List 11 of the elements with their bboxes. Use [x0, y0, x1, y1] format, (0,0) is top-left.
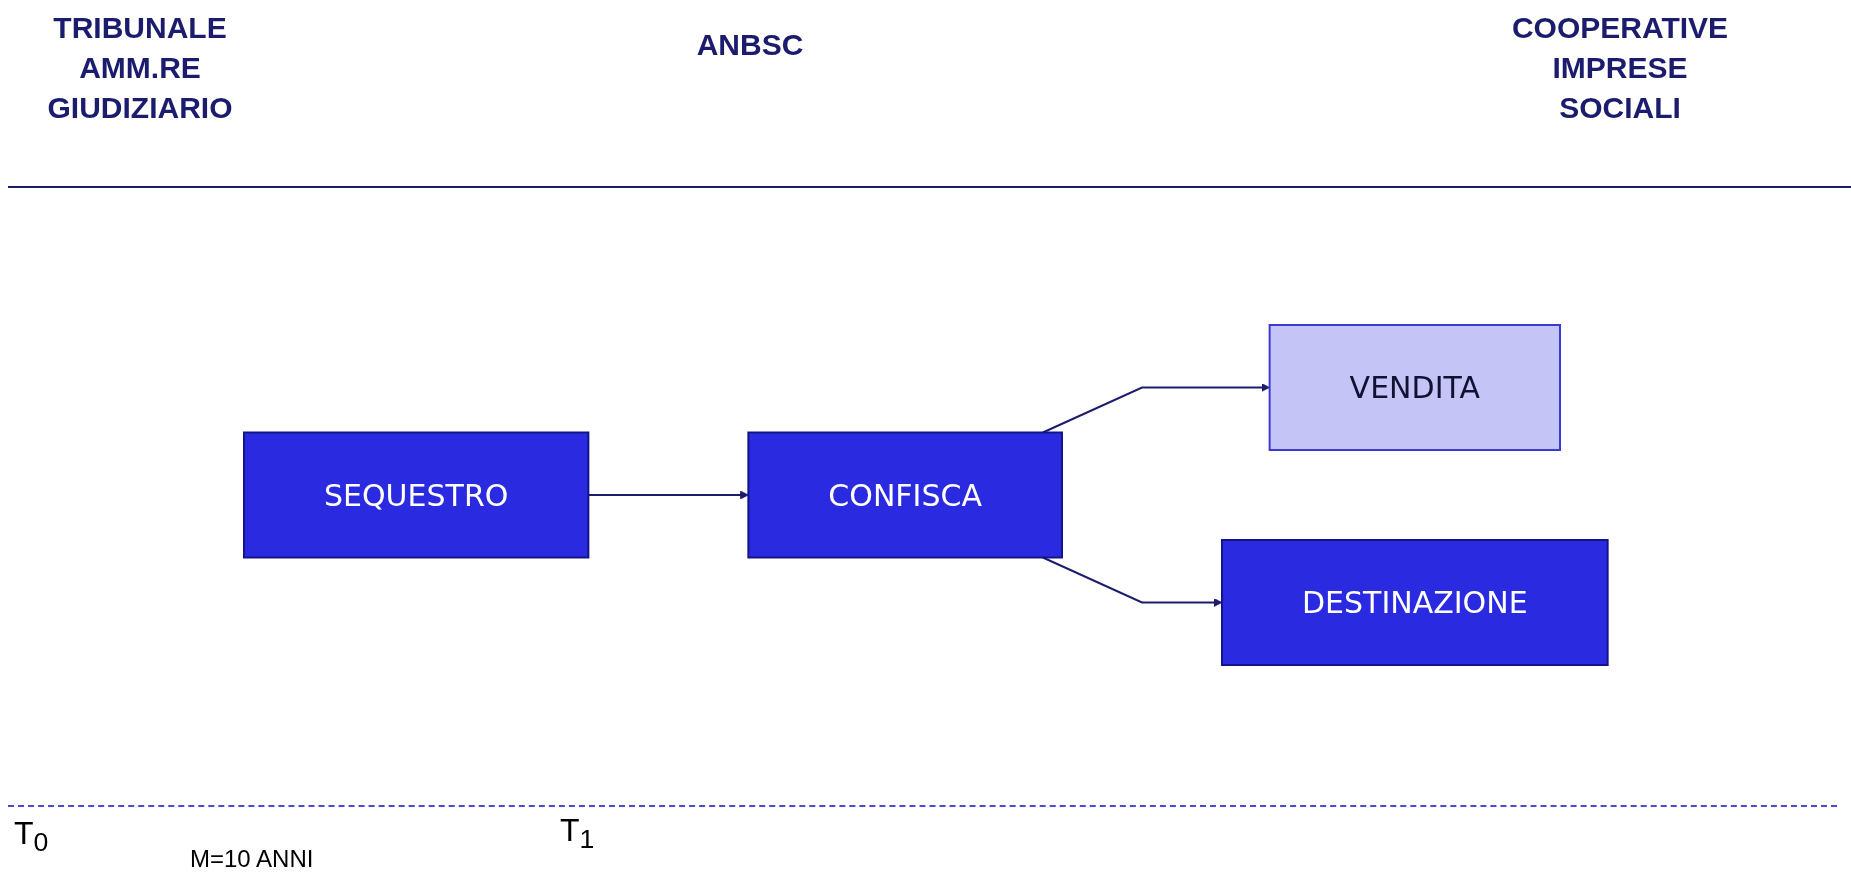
column-heading: ANBSC — [695, 27, 805, 63]
time-label: T$_{1}$ — [560, 812, 595, 856]
column-heading: TRIBUNALE AMM.RE GIUDIZIARIO — [46, 10, 234, 126]
node-box: SEQUESTRO — [242, 431, 590, 559]
arrow — [1041, 383, 1270, 434]
duration-label: M=10 ANNI — [190, 845, 314, 873]
node-box: DESTINAZIONE — [1220, 539, 1609, 666]
node-box: CONFISCA — [747, 431, 1063, 559]
time-label: T$_{0}$ — [14, 815, 49, 859]
column-heading: COOPERATIVE IMPRESE SOCIALI — [1510, 10, 1730, 126]
node-box: VENDITA — [1268, 324, 1561, 451]
